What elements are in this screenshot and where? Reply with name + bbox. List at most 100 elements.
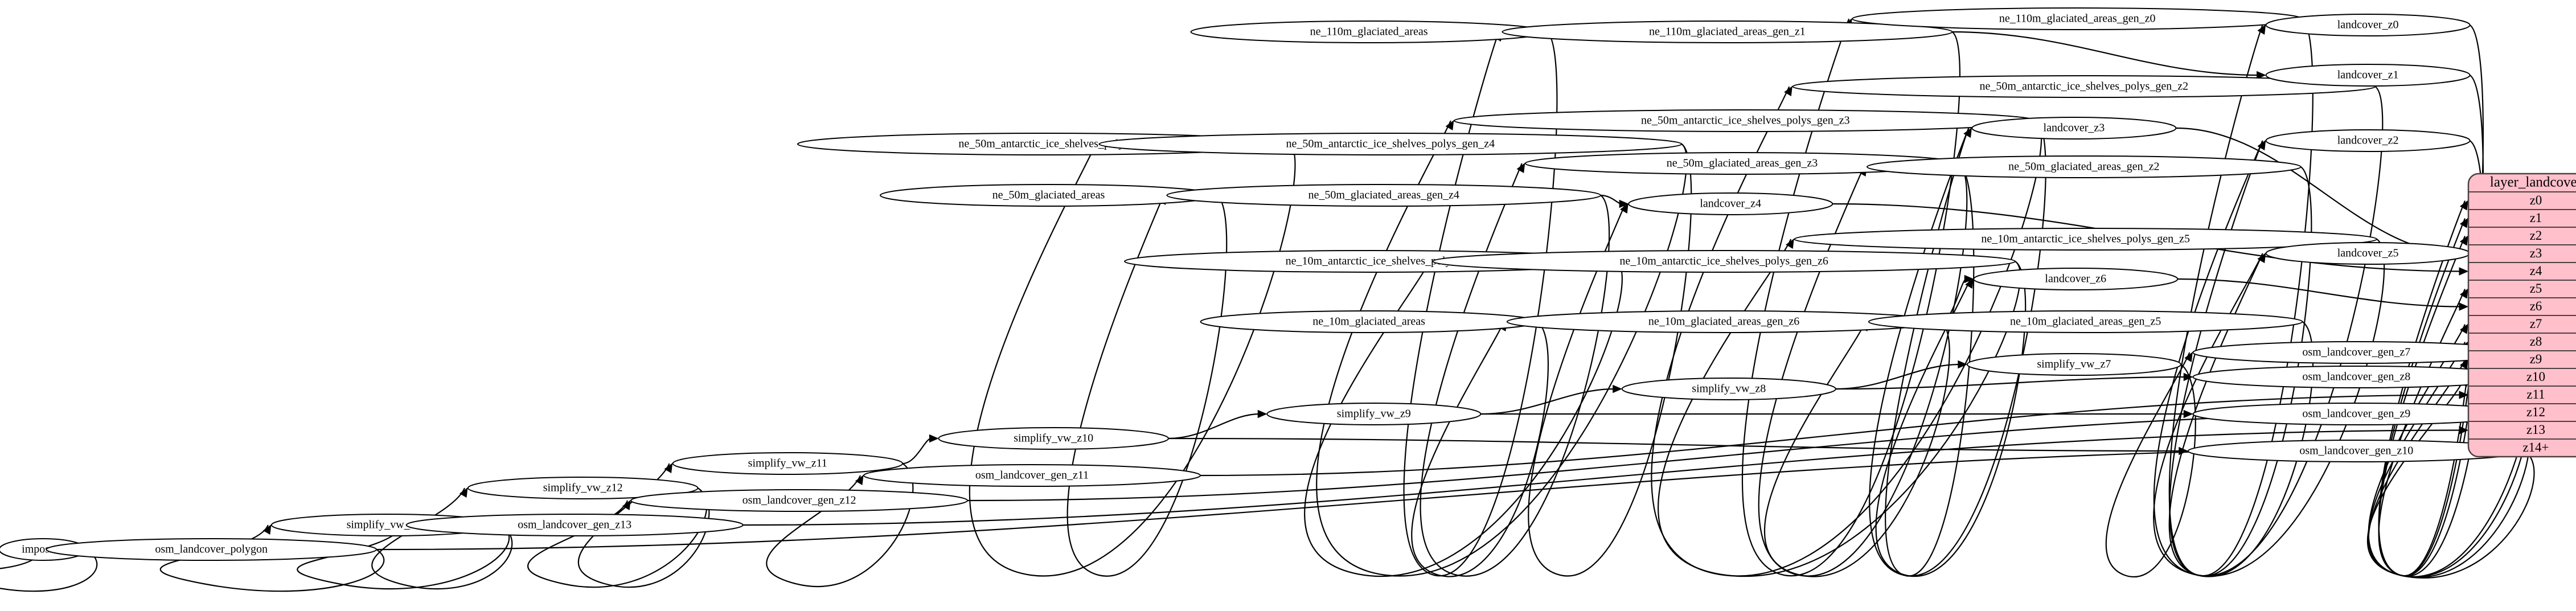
graph-node[interactable]: ne_10m_antarctic_ice_shelves_polys_gen_z… bbox=[1794, 228, 2378, 251]
graph-edge bbox=[371, 487, 513, 590]
graph-node[interactable]: osm_landcover_gen_z11 bbox=[863, 464, 1201, 487]
graph-node[interactable]: simplify_vw_z11 bbox=[672, 452, 904, 475]
graph-node[interactable]: ne_110m_glaciated_areas_gen_z1 bbox=[1502, 20, 1953, 43]
node-ellipse-shape bbox=[672, 452, 904, 475]
node-label: ne_10m_antarctic_ice_shelves_polys_gen_z… bbox=[1619, 255, 1828, 268]
node-label: landcover_z5 bbox=[2337, 247, 2399, 260]
graph-node[interactable]: ne_50m_glaciated_areas_gen_z2 bbox=[1866, 155, 2302, 178]
graph-node[interactable]: ne_110m_glaciated_areas_gen_z0 bbox=[1852, 7, 2303, 30]
table-row-cell[interactable] bbox=[2468, 438, 2576, 457]
table-row-cell[interactable] bbox=[2468, 333, 2576, 351]
table-row-cell[interactable] bbox=[2468, 191, 2576, 210]
table-row-cell[interactable] bbox=[2468, 386, 2576, 404]
graph-node[interactable]: ne_10m_glaciated_areas bbox=[1200, 310, 1538, 333]
edge-arrowhead bbox=[2257, 71, 2266, 80]
node-ellipse-shape bbox=[1166, 184, 1602, 207]
table-row-cell[interactable] bbox=[2468, 315, 2576, 334]
node-ellipse-shape bbox=[1868, 310, 2303, 333]
graph-node[interactable]: landcover_z1 bbox=[2265, 64, 2471, 87]
graph-node[interactable]: ne_50m_glaciated_areas_gen_z3 bbox=[1524, 152, 1960, 175]
table-row-cell[interactable] bbox=[2468, 297, 2576, 316]
graph-node[interactable]: simplify_vw_z10 bbox=[938, 427, 1169, 450]
node-ellipse-shape bbox=[1792, 75, 2376, 98]
edge-arrowhead bbox=[855, 474, 864, 486]
edge-arrowhead bbox=[1964, 274, 1974, 284]
edge-line bbox=[2177, 278, 2462, 307]
node-label: osm_landcover_gen_z11 bbox=[975, 469, 1089, 482]
table-row-cell[interactable] bbox=[2468, 244, 2576, 263]
node-ellipse-shape bbox=[1966, 353, 2181, 376]
node-ellipse-shape bbox=[2265, 129, 2471, 152]
table-row-cell[interactable] bbox=[2468, 227, 2576, 245]
node-label: landcover_z6 bbox=[2045, 273, 2106, 285]
graph-node[interactable]: landcover_z6 bbox=[1973, 268, 2179, 290]
table-row-cell[interactable] bbox=[2468, 262, 2576, 281]
table-body: layer_landcoverz0z1z2z3z4z5z6z7z8z9z10z1… bbox=[2468, 174, 2576, 457]
table-row-label: z3 bbox=[2530, 246, 2542, 260]
node-label: ne_10m_glaciated_areas_gen_z6 bbox=[1648, 315, 1799, 328]
edge-arrowhead bbox=[1784, 85, 1792, 97]
graph-node[interactable]: simplify_vw_z9 bbox=[1266, 403, 1482, 425]
edge-line bbox=[1741, 18, 1960, 577]
graph-node[interactable]: simplify_vw_z7 bbox=[1966, 353, 2181, 376]
edge-arrowhead bbox=[1963, 127, 1972, 138]
node-label: osm_landcover_gen_z7 bbox=[2302, 346, 2410, 359]
node-label: osm_landcover_gen_z12 bbox=[743, 494, 856, 507]
layer-landcover-table: layer_landcoverz0z1z2z3z4z5z6z7z8z9z10z1… bbox=[2467, 173, 2576, 458]
table-row-cell[interactable] bbox=[2468, 350, 2576, 369]
node-label: ne_110m_glaciated_areas_gen_z1 bbox=[1649, 26, 1806, 38]
graph-node[interactable]: landcover_z4 bbox=[1628, 192, 1833, 215]
table-row-cell[interactable] bbox=[2468, 403, 2576, 422]
graph-node[interactable]: simplify_vw_z8 bbox=[1621, 378, 1836, 400]
graph-node[interactable]: landcover_z0 bbox=[2265, 14, 2471, 36]
table-row-cell[interactable] bbox=[2468, 368, 2576, 387]
graph-node[interactable]: ne_50m_antarctic_ice_shelves_polys_gen_z… bbox=[1453, 109, 2037, 132]
edge-arrowhead bbox=[1958, 360, 1968, 369]
graph-edge bbox=[1835, 360, 1968, 390]
graph-node[interactable]: simplify_vw_z12 bbox=[467, 477, 699, 499]
table-row-cell[interactable] bbox=[2468, 421, 2576, 440]
graph-node[interactable]: osm_landcover_polygon bbox=[46, 538, 378, 561]
edge-arrowhead bbox=[1257, 409, 1268, 419]
edge-line bbox=[1835, 363, 1960, 390]
table-row-label: z1 bbox=[2530, 211, 2542, 225]
edge-line bbox=[376, 447, 2462, 551]
node-label: simplify_vw_z10 bbox=[1014, 432, 1093, 445]
graph-node[interactable]: ne_10m_glaciated_areas_gen_z5 bbox=[1868, 310, 2303, 333]
graph-node[interactable]: landcover_z3 bbox=[1971, 117, 2177, 140]
edge-line bbox=[1835, 376, 2186, 390]
table-row-label: z2 bbox=[2530, 228, 2542, 243]
graph-node[interactable]: landcover_z2 bbox=[2265, 129, 2471, 152]
node-label: ne_10m_antarctic_ice_shelves_polys bbox=[1286, 255, 1456, 268]
graph-node[interactable]: osm_landcover_gen_z7 bbox=[2192, 341, 2521, 364]
graph-node[interactable]: ne_50m_antarctic_ice_shelves_polys_gen_z… bbox=[1792, 75, 2376, 98]
node-label: ne_50m_antarctic_ice_shelves_polys_gen_z… bbox=[1641, 114, 1850, 127]
edge-line bbox=[0, 549, 98, 592]
graph-node[interactable]: ne_10m_antarctic_ice_shelves_polys_gen_z… bbox=[1432, 250, 2016, 273]
table-row-cell[interactable] bbox=[2468, 209, 2576, 228]
edge-line bbox=[371, 487, 513, 590]
graph-node[interactable]: osm_landcover_gen_z13 bbox=[405, 514, 744, 536]
graph-node[interactable]: ne_50m_glaciated_areas_gen_z4 bbox=[1166, 184, 1602, 207]
graph-node[interactable]: ne_50m_antarctic_ice_shelves_polys_gen_z… bbox=[1098, 133, 1683, 155]
table-row-cell[interactable] bbox=[2468, 280, 2576, 298]
edge-line bbox=[743, 429, 2462, 526]
node-ellipse-shape bbox=[1432, 250, 2016, 273]
graph-edge bbox=[902, 434, 939, 465]
graph-node[interactable]: osm_landcover_gen_z12 bbox=[630, 489, 969, 512]
graph-node[interactable]: osm_landcover_gen_z8 bbox=[2192, 366, 2521, 388]
graph-node[interactable]: osm_landcover_gen_z10 bbox=[2187, 440, 2525, 462]
node-label: osm_landcover_gen_z8 bbox=[2302, 371, 2410, 383]
node-ellipse-shape bbox=[405, 514, 744, 536]
edge-arrowhead bbox=[2459, 391, 2469, 399]
edge-arrowhead bbox=[2184, 351, 2193, 363]
node-label: simplify_vw_z9 bbox=[1337, 408, 1411, 420]
edge-arrowhead bbox=[1613, 384, 1622, 393]
graph-node[interactable]: osm_landcover_gen_z9 bbox=[2192, 403, 2521, 425]
node-ellipse-shape bbox=[1621, 378, 1836, 400]
graph-node[interactable]: ne_110m_glaciated_areas bbox=[1190, 20, 1548, 43]
graph-node[interactable]: landcover_z5 bbox=[2265, 242, 2471, 265]
edge-line bbox=[2378, 24, 2484, 577]
graph-node[interactable]: ne_50m_glaciated_areas bbox=[879, 184, 1218, 207]
